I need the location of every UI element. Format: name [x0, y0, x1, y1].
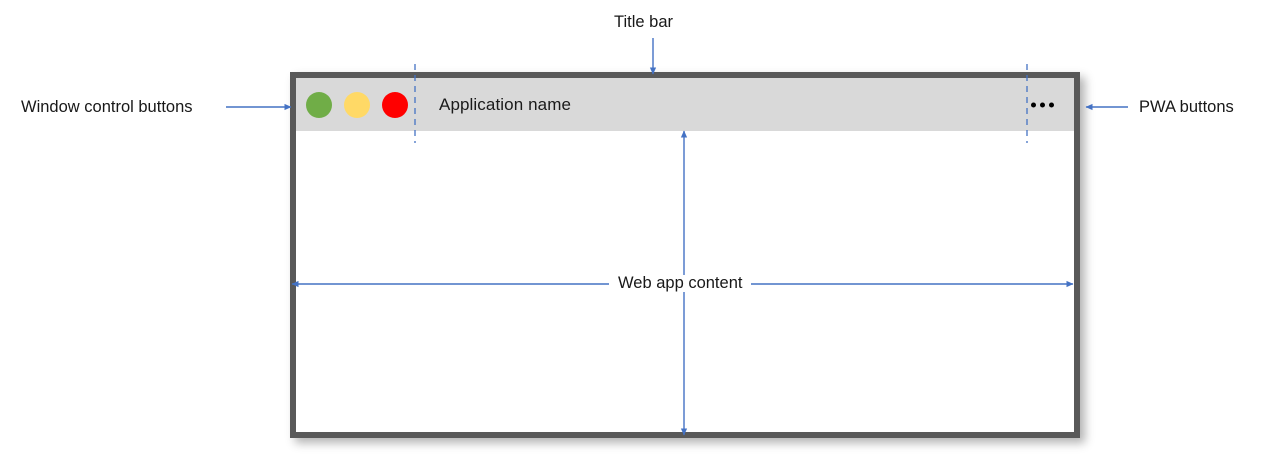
application-window: Application name: [290, 72, 1080, 438]
window-control-buttons: [306, 91, 408, 118]
application-name-label: Application name: [439, 94, 572, 114]
window-control-red-button[interactable]: [382, 91, 408, 118]
annotation-label-title-bar: Title bar: [614, 13, 673, 31]
ellipsis-icon-dot-2: [1040, 102, 1045, 107]
pwa-menu-button[interactable]: [1031, 102, 1054, 107]
annotation-label-web-app-content: Web app content: [609, 275, 752, 292]
window-control-yellow-button[interactable]: [344, 91, 370, 118]
ellipsis-icon-dot-3: [1049, 102, 1054, 107]
window-control-green-button[interactable]: [306, 91, 332, 118]
ellipsis-icon-dot-1: [1031, 102, 1036, 107]
title-bar[interactable]: Application name: [296, 78, 1074, 131]
annotation-label-window-control-buttons: Window control buttons: [21, 98, 193, 116]
annotation-label-pwa-buttons: PWA buttons: [1139, 98, 1234, 116]
